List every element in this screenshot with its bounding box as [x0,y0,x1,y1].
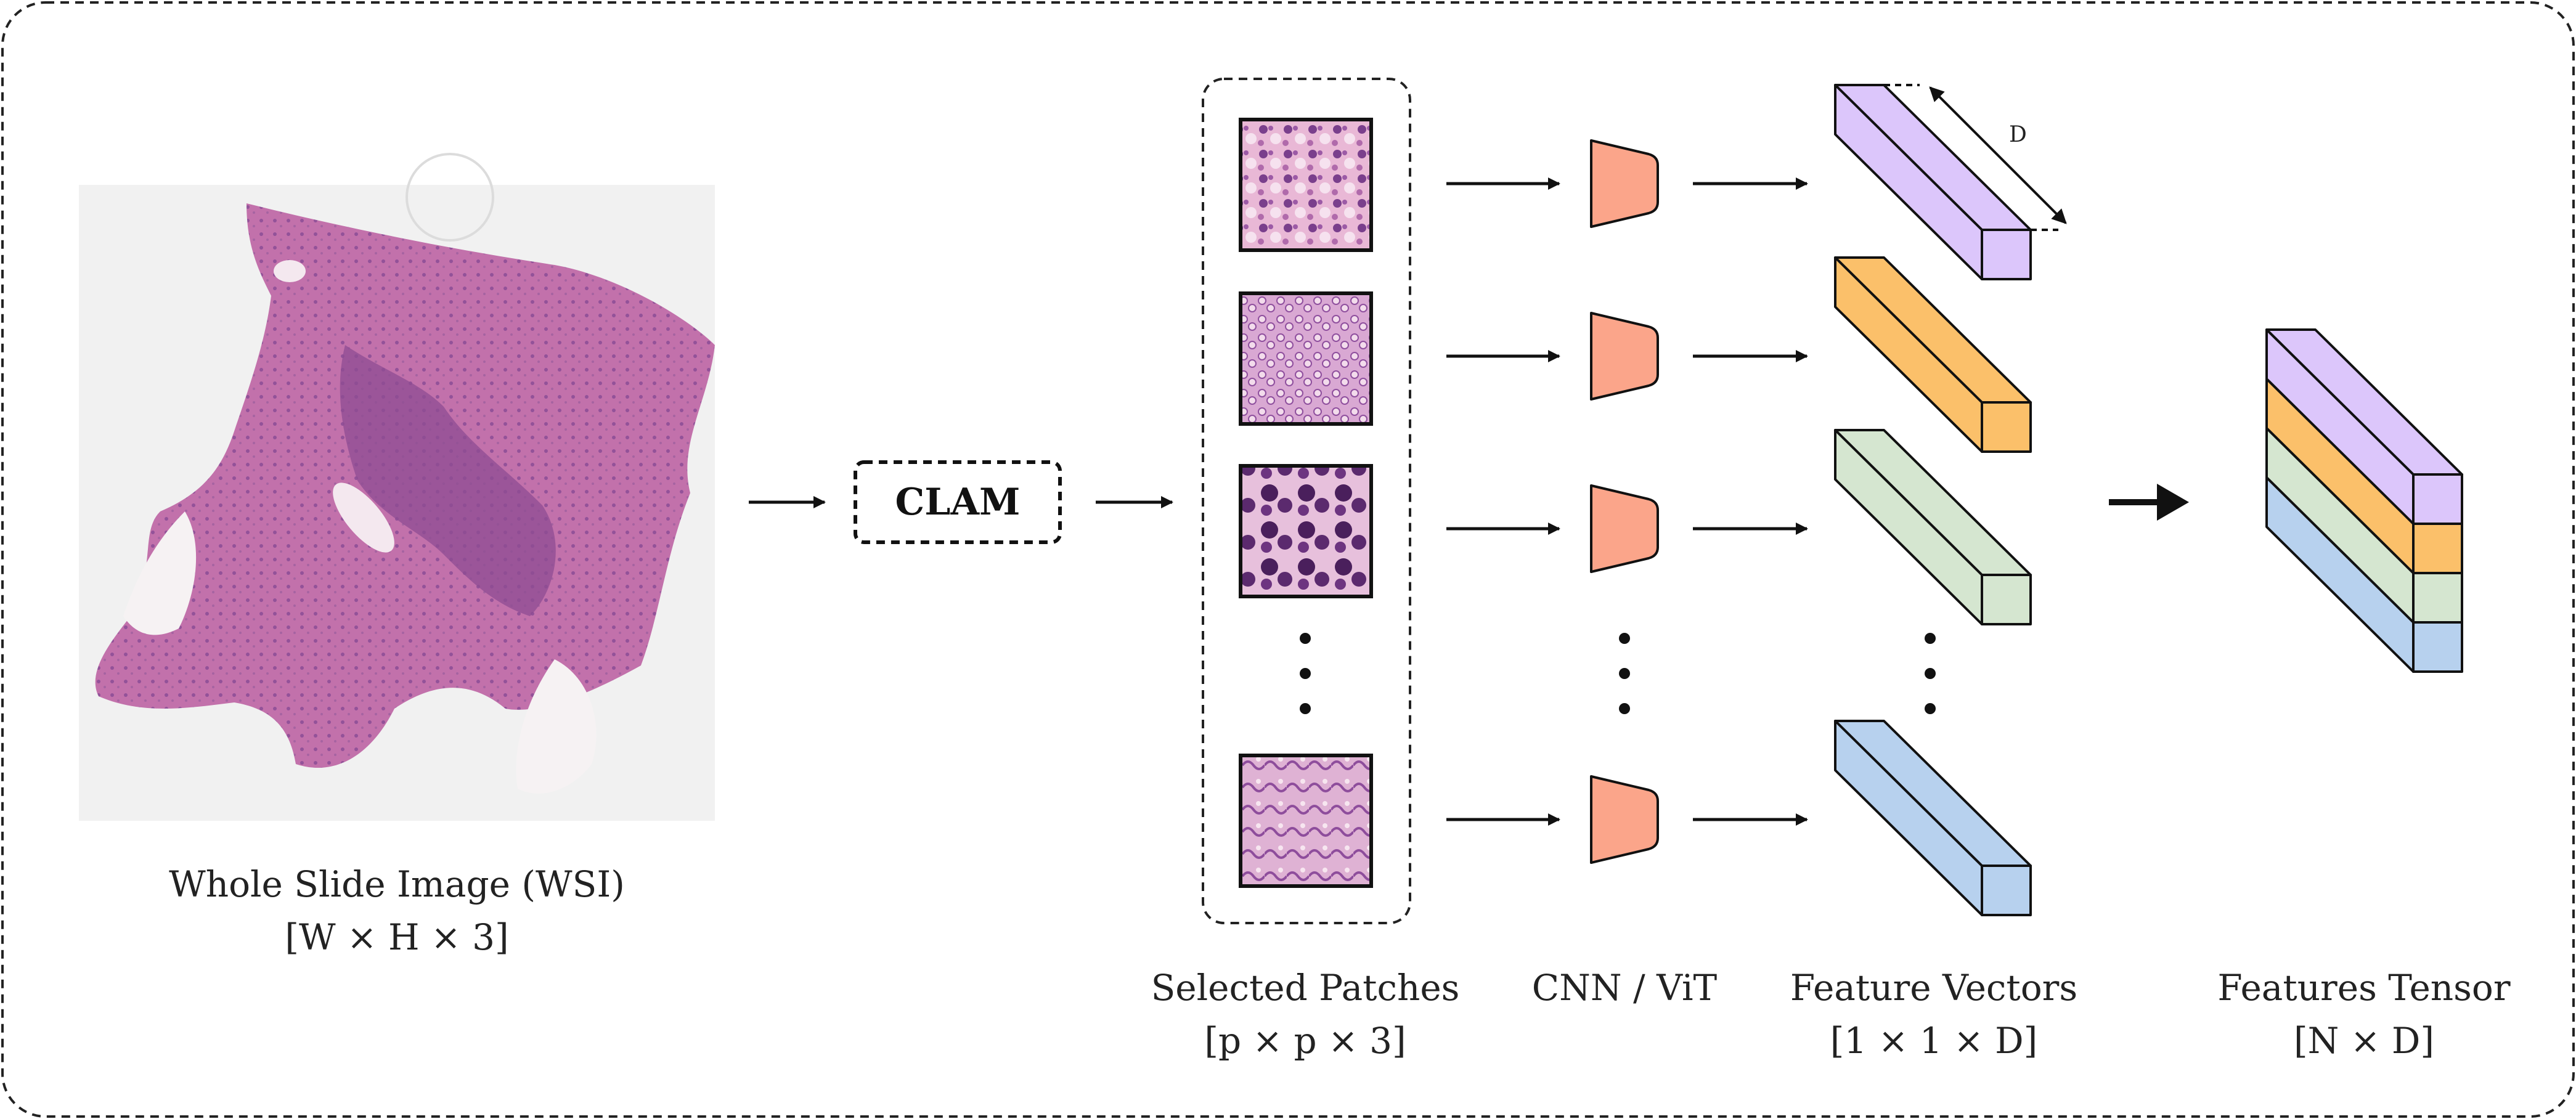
features-caption: Feature Vectors [1 × 1 × D] [1749,961,2119,1067]
wsi-title: Whole Slide Image (WSI) [169,863,625,905]
tensor-caption: Features Tensor [N × D] [2179,961,2549,1067]
patches-caption: Selected Patches [p × p × 3] [1120,961,1490,1067]
arrow-to-tensor-head [2157,484,2189,521]
encoder-n [1590,775,1659,864]
clam-label: CLAM [895,481,1021,524]
encoder-caption: CNN / ViT [1501,961,1748,1014]
patch-1 [1239,118,1373,252]
wsi-caption: Whole Slide Image (WSI) [W × H × 3] [150,858,643,964]
tensor-dims: [N × D] [2294,1020,2434,1062]
feature-vector-blue [1834,720,2032,916]
depth-arrow [1929,86,2067,224]
patch-n [1239,754,1373,888]
wsi-dims: [W × H × 3] [285,916,509,958]
feature-vector-purple [1834,84,2032,280]
patch-dots [1300,633,1311,714]
features-dims: [1 × 1 × D] [1830,1020,2038,1062]
patches-title: Selected Patches [1151,967,1460,1009]
wsi-image [79,153,715,821]
depth-label: D [2009,122,2027,147]
features-title: Feature Vectors [1790,967,2078,1009]
encoder-dots [1619,633,1630,714]
encoder-title: CNN / ViT [1531,967,1718,1009]
patches-group-box [1202,78,1411,924]
clam-box [854,460,1062,544]
encoder-3 [1590,484,1659,573]
feature-vector-orange [1834,256,2032,453]
patch-2 [1239,291,1373,426]
feature-dots [1925,633,1936,714]
patch-3 [1239,464,1373,598]
encoder-2 [1590,312,1659,401]
tensor-title: Features Tensor [2217,967,2511,1009]
patches-dims: [p × p × 3] [1204,1020,1406,1062]
feature-vector-green [1834,429,2032,625]
encoder-1 [1590,139,1659,228]
features-tensor [2265,328,2463,673]
